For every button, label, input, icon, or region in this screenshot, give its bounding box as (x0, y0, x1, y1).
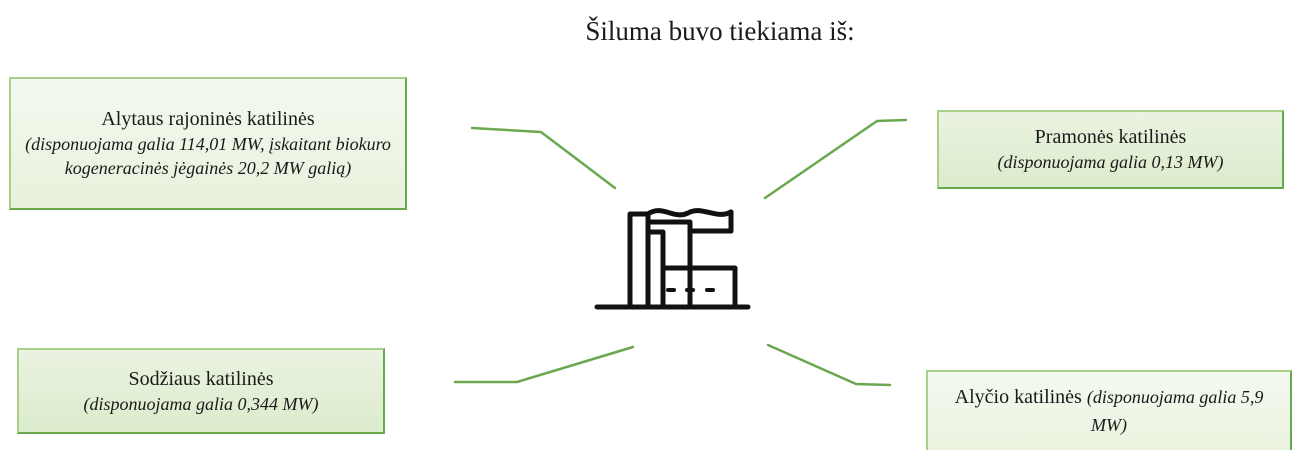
connector-alycio (766, 343, 892, 387)
source-description-sodziaus: (disponuojama galia 0,344 MW) (83, 393, 319, 414)
source-box-sodziaus: Sodžiaus katilinės (disponuojama galia 0… (17, 348, 385, 434)
connector-sodziaus (453, 345, 635, 384)
source-box-alytaus: Alytaus rajoninės katilinės (disponuojam… (9, 77, 407, 210)
diagram-title: Šiluma buvo tiekiama iš: (585, 16, 855, 46)
source-text-alycio: Alyčio katilinės (disponuojama galia 5,9… (940, 383, 1278, 439)
source-box-pramones: Pramonės katilinės (disponuojama galia 0… (937, 110, 1284, 189)
source-description-alycio: (disponuojama galia 5,9 MW) (1086, 387, 1264, 435)
source-name-pramones: Pramonės katilinės (1034, 126, 1187, 148)
source-name-alycio: Alyčio katilinės (954, 386, 1082, 408)
connector-alytaus (470, 126, 617, 190)
source-name-sodziaus: Sodžiaus katilinės (128, 367, 274, 390)
source-name-alytaus: Alytaus rajoninės katilinės (101, 108, 315, 130)
source-description-pramones: (disponuojama galia 0,13 MW) (997, 152, 1224, 172)
connector-pramones (763, 118, 908, 200)
source-description-alytaus: (disponuojama galia 114,01 MW, įskaitant… (25, 134, 391, 178)
source-box-alycio: Alyčio katilinės (disponuojama galia 5,9… (926, 370, 1292, 450)
